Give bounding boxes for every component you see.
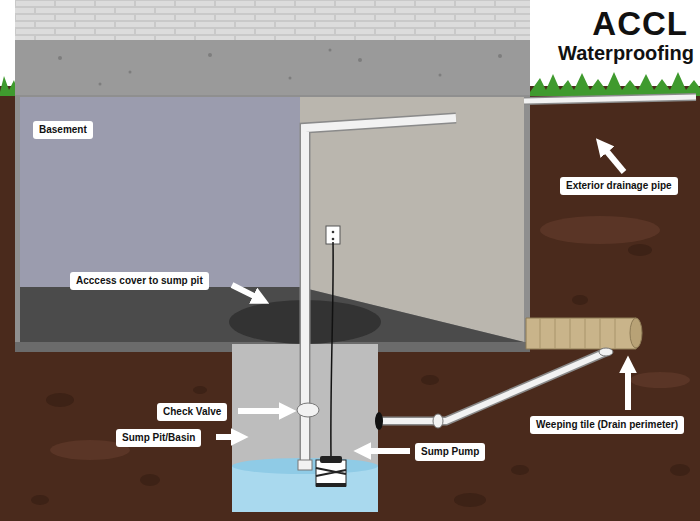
callout-text: Sump Pump — [421, 446, 479, 457]
logo-text: ACCL — [592, 6, 688, 42]
callout-text: Exterior drainage pipe — [566, 180, 672, 191]
callout-text: Acccess cover to sump pit — [76, 275, 203, 286]
callout-box: Sump Pump — [415, 443, 485, 461]
callout-box: Weeping tile (Drain perimeter) — [530, 416, 684, 434]
callout-text: Check Valve — [163, 406, 221, 417]
callout-box: Acccess cover to sump pit — [70, 272, 209, 290]
callout-box: Check Valve — [157, 403, 227, 421]
logo-text: Waterproofing — [558, 42, 694, 64]
callout-text: Basement — [39, 124, 87, 135]
callout-text: Sump Pit/Basin — [122, 432, 195, 443]
callout-text: Weeping tile (Drain perimeter) — [536, 419, 678, 430]
callout-box: Basement — [33, 121, 93, 139]
callout-box: Exterior drainage pipe — [560, 177, 678, 195]
callout-box: Sump Pit/Basin — [116, 429, 201, 447]
